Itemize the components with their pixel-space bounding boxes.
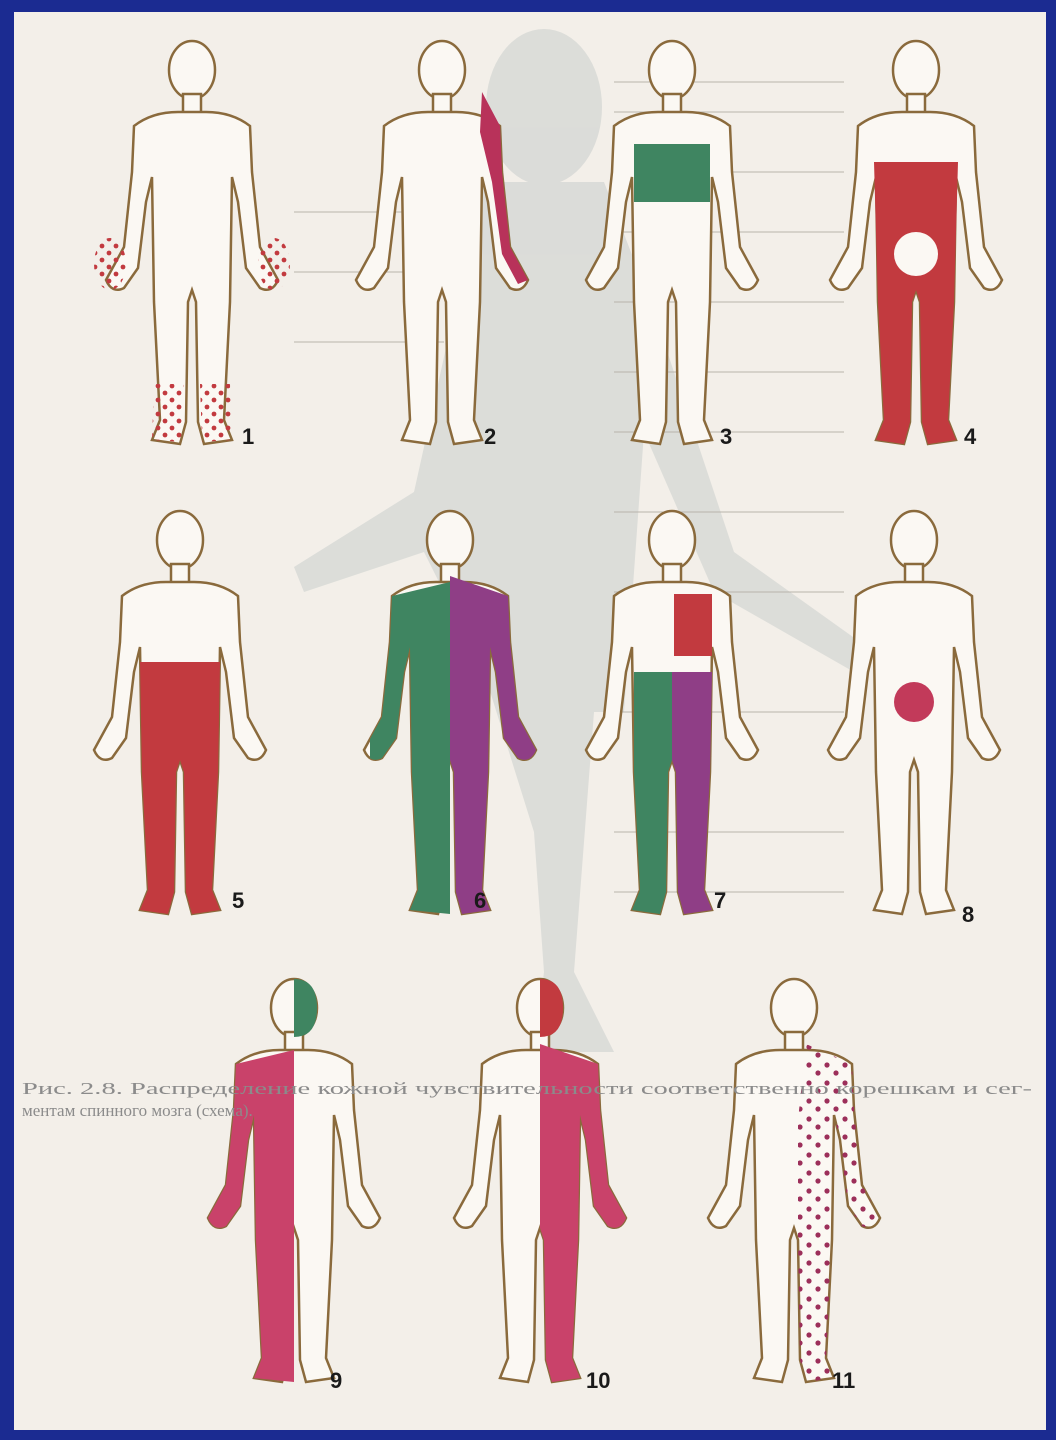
figure-1 (94, 41, 290, 444)
left-half-pink (208, 1050, 294, 1382)
left-half-green (364, 582, 450, 914)
figure-label-4: 4 (964, 424, 977, 449)
figure-label-6: 6 (474, 888, 486, 913)
figure-5 (94, 511, 266, 914)
chest-patch-red (674, 594, 712, 656)
figure-8 (828, 511, 1000, 914)
spared-perineum (894, 232, 938, 276)
caption-line-2: ментам спинного мозга (схема). (22, 1101, 253, 1120)
figure-label-1: 1 (242, 424, 254, 449)
figure-label-8: 8 (962, 902, 974, 927)
perineal-patch (894, 682, 934, 722)
figure-label-11: 11 (832, 1368, 855, 1393)
figure-label-10: 10 (586, 1368, 610, 1393)
caption-line-1: Рис. 2.8. Распределение кожной чувствите… (22, 1079, 1033, 1098)
figure-label-2: 2 (484, 424, 496, 449)
left-leg-green (632, 672, 672, 914)
figure-label-3: 3 (720, 424, 732, 449)
dermatome-diagram: 1 2 3 4 5 (14, 12, 1046, 1430)
chest-band-pattern (634, 144, 710, 202)
figure-4 (830, 41, 1002, 444)
figure-9 (208, 979, 380, 1382)
scanned-page: 1 2 3 4 5 (14, 12, 1046, 1430)
lower-body-pattern (874, 162, 958, 444)
figure-label-9: 9 (330, 1368, 342, 1393)
figure-label-5: 5 (232, 888, 244, 913)
face-half-green (294, 979, 317, 1037)
lower-body-pattern (140, 662, 220, 914)
figure-11 (708, 979, 880, 1382)
figure-label-7: 7 (714, 888, 726, 913)
right-leg-purple (672, 672, 712, 914)
